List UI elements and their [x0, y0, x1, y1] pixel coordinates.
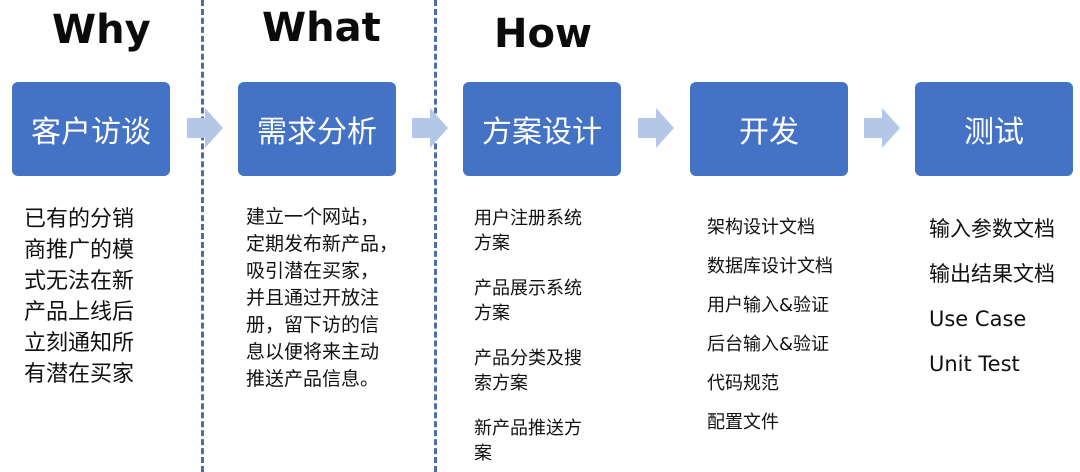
stage-solution-design: 方案设计 [463, 82, 621, 176]
what-line: 息以便将来主动 [246, 341, 380, 363]
list-item: Unit Test [929, 352, 1020, 376]
testing-deliverables: 输入参数文档 输出结果文档 Use Case Unit Test [929, 207, 1055, 387]
stage-customer-interview: 客户访谈 [12, 82, 170, 176]
stage-testing: 测试 [915, 82, 1073, 176]
development-deliverables: 架构设计文档 数据库设计文档 用户输入&验证 后台输入&验证 代码规范 配置文件 [707, 208, 833, 442]
list-item: 产品分类及搜 索方案 [474, 348, 582, 394]
why-description: 已有的分销 商推广的模 式无法在新 产品上线后 立刻通知所 有潜在买家 [24, 204, 134, 390]
why-line: 商推广的模 [24, 238, 135, 263]
why-line: 立刻通知所 [24, 331, 135, 356]
list-item: 架构设计文档 [707, 217, 815, 238]
list-item: 用户输入&验证 [707, 295, 830, 316]
list-item: 新产品推送方 案 [474, 418, 582, 464]
what-line: 册，留下访的信 [246, 314, 380, 336]
list-item: 配置文件 [707, 412, 779, 433]
list-item: 数据库设计文档 [707, 256, 833, 277]
what-line: 并且通过开放注 [246, 287, 380, 309]
what-line: 推送产品信息。 [246, 368, 380, 390]
what-line: 吸引潜在买家， [246, 260, 380, 282]
why-line: 式无法在新 [24, 269, 135, 294]
list-item: Use Case [929, 307, 1027, 331]
arrow-right-icon [187, 108, 223, 148]
heading-why: Why [52, 7, 151, 53]
list-item: 后台输入&验证 [707, 334, 830, 355]
divider-what-how [434, 0, 437, 472]
stage-requirements-analysis: 需求分析 [238, 82, 396, 176]
arrow-right-icon [638, 108, 674, 148]
arrow-right-icon [864, 108, 900, 148]
why-line: 有潜在买家 [24, 362, 135, 387]
list-item: 产品展示系统 方案 [474, 278, 582, 324]
design-deliverables: 用户注册系统 方案 产品展示系统 方案 产品分类及搜 索方案 新产品推送方 案 [474, 206, 582, 472]
divider-why-what [201, 0, 204, 472]
why-line: 已有的分销 [24, 207, 135, 232]
list-item: 输入参数文档 [929, 217, 1055, 241]
why-line: 产品上线后 [24, 300, 135, 325]
list-item: 输出结果文档 [929, 262, 1055, 286]
heading-what: What [262, 5, 381, 51]
stage-development: 开发 [690, 82, 848, 176]
arrow-right-icon [412, 108, 448, 148]
what-line: 定期发布新产品， [246, 233, 399, 255]
what-description: 建立一个网站， 定期发布新产品， 吸引潜在买家， 并且通过开放注 册，留下访的信… [246, 204, 398, 393]
list-item: 用户注册系统 方案 [474, 208, 582, 254]
list-item: 代码规范 [707, 373, 779, 394]
heading-how: How [494, 11, 592, 57]
what-line: 建立一个网站， [246, 206, 380, 228]
